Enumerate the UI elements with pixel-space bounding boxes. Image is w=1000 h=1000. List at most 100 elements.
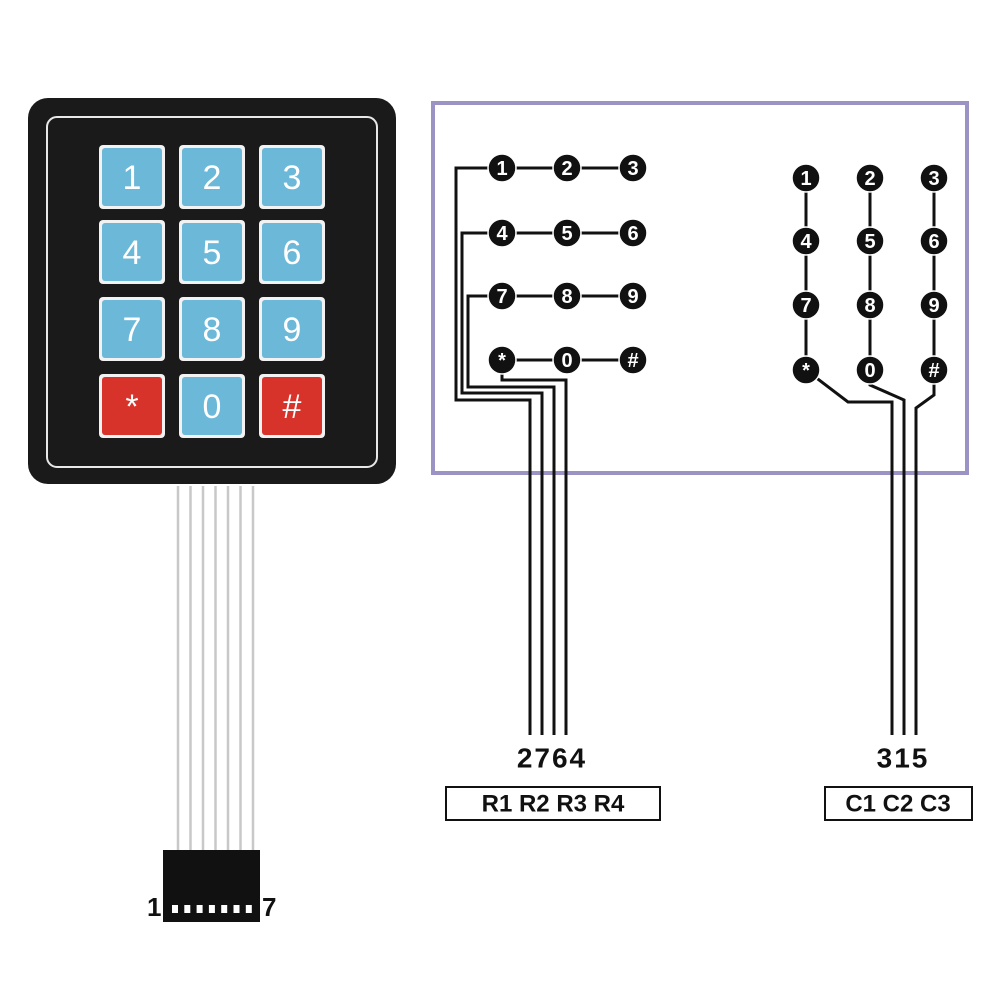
- svg-text:8: 8: [561, 286, 572, 308]
- svg-text:9: 9: [627, 286, 638, 308]
- column-label-box: [824, 786, 973, 821]
- row-node-4: 4: [487, 218, 517, 248]
- key-label: 4: [123, 234, 142, 272]
- key-face: [262, 223, 322, 281]
- column-node-0: 0: [855, 355, 885, 385]
- key-9[interactable]: 9: [259, 297, 325, 361]
- key-5[interactable]: 5: [179, 220, 245, 284]
- column-node-7: 7: [791, 290, 821, 320]
- ribbon-cable: [172, 484, 258, 850]
- row-node-star: *: [487, 345, 517, 375]
- connector-pin: [196, 905, 203, 913]
- svg-text:2: 2: [864, 168, 875, 190]
- row-node-1: 1: [487, 153, 517, 183]
- key-3[interactable]: 3: [259, 145, 325, 209]
- key-face: [102, 377, 162, 435]
- svg-text:2: 2: [561, 158, 572, 180]
- key-hash[interactable]: #: [259, 374, 325, 438]
- column-node-5: 5: [855, 226, 885, 256]
- column-node-3: 3: [919, 163, 949, 193]
- svg-text:*: *: [802, 360, 810, 382]
- row-wiring: [454, 166, 633, 735]
- row-node-0: 0: [552, 345, 582, 375]
- key-1[interactable]: 1: [99, 145, 165, 209]
- key-7[interactable]: 7: [99, 297, 165, 361]
- column-pin-labels: C1 C2 C3: [845, 791, 950, 818]
- key-face: [262, 300, 322, 358]
- svg-text:1: 1: [800, 168, 811, 190]
- row-node-9: 9: [618, 281, 648, 311]
- key-face: [102, 223, 162, 281]
- connector-pin-first-label: 1: [147, 892, 161, 922]
- svg-text:5: 5: [864, 231, 875, 253]
- key-8[interactable]: 8: [179, 297, 245, 361]
- svg-text:7: 7: [496, 286, 507, 308]
- svg-text:9: 9: [928, 295, 939, 317]
- column-node-8: 8: [855, 290, 885, 320]
- connector-pin: [221, 905, 228, 913]
- key-label: 2: [203, 159, 222, 197]
- key-face: [182, 377, 242, 435]
- key-label: 5: [203, 234, 222, 272]
- key-4[interactable]: 4: [99, 220, 165, 284]
- key-2[interactable]: 2: [179, 145, 245, 209]
- row-node-6: 6: [618, 218, 648, 248]
- key-label: 8: [203, 311, 222, 349]
- svg-text:0: 0: [561, 350, 572, 372]
- column-node-9: 9: [919, 290, 949, 320]
- column-node-6: 6: [919, 226, 949, 256]
- key-face: [262, 377, 322, 435]
- key-0[interactable]: 0: [179, 374, 245, 438]
- svg-text:6: 6: [627, 223, 638, 245]
- key-label: 7: [123, 311, 142, 349]
- membrane-keypad: 1 2 3 4 5 6 7 8 9 * 0 #: [28, 98, 396, 484]
- key-6[interactable]: 6: [259, 220, 325, 284]
- key-face: [262, 148, 322, 206]
- svg-text:6: 6: [928, 231, 939, 253]
- svg-text:#: #: [928, 360, 939, 382]
- key-label: 6: [283, 234, 302, 272]
- svg-text:0: 0: [864, 360, 875, 382]
- key-face: [182, 148, 242, 206]
- connector-pin-last-label: 7: [262, 892, 276, 922]
- svg-text:3: 3: [928, 168, 939, 190]
- row-node-8: 8: [552, 281, 582, 311]
- key-label: *: [125, 388, 138, 426]
- key-label: 0: [203, 388, 222, 426]
- schematic-frame: [431, 101, 969, 475]
- key-label: 1: [123, 159, 142, 197]
- connector-pin: [245, 905, 252, 913]
- row-pin-labels: R1 R2 R3 R4: [482, 791, 625, 818]
- svg-text:4: 4: [800, 231, 812, 253]
- column-pin-numbers: 315: [877, 743, 930, 774]
- connector-pin: [184, 905, 191, 913]
- column-node-1: 1: [791, 163, 821, 193]
- svg-text:1: 1: [496, 158, 507, 180]
- connector-pin: [208, 905, 215, 913]
- svg-text:*: *: [498, 350, 506, 372]
- connector-pin: [172, 905, 178, 913]
- key-face: [102, 148, 162, 206]
- svg-text:3: 3: [627, 158, 638, 180]
- column-node-4: 4: [791, 226, 821, 256]
- column-node-2: 2: [855, 163, 885, 193]
- key-face: [102, 300, 162, 358]
- row-label-box: [445, 786, 661, 821]
- svg-text:#: #: [627, 350, 638, 372]
- svg-text:8: 8: [864, 295, 875, 317]
- connector-pin: [233, 905, 240, 913]
- row-pin-numbers: 2764: [517, 743, 587, 774]
- keypad-border: [46, 116, 378, 468]
- key-face: [182, 223, 242, 281]
- key-label: 9: [283, 311, 302, 349]
- key-star[interactable]: *: [99, 374, 165, 438]
- row-node-3: 3: [618, 153, 648, 183]
- svg-text:7: 7: [800, 295, 811, 317]
- column-node-star: *: [791, 355, 821, 385]
- key-label: #: [283, 388, 302, 426]
- svg-text:5: 5: [561, 223, 572, 245]
- row-node-5: 5: [552, 218, 582, 248]
- column-node-hash: #: [919, 355, 949, 385]
- key-label: 3: [283, 159, 302, 197]
